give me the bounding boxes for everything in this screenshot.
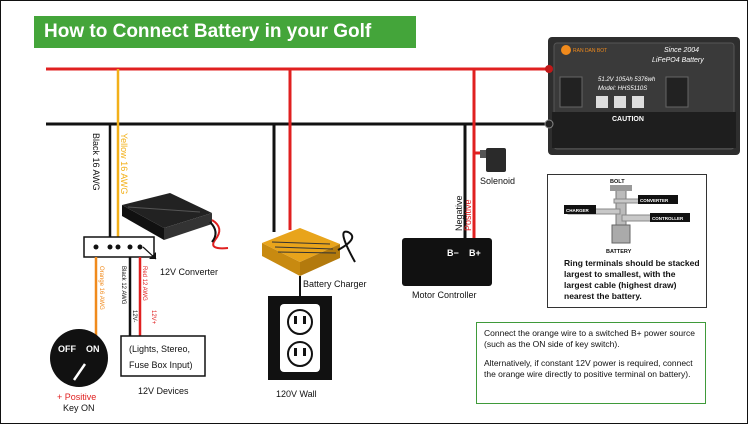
converter-cable-black — [209, 221, 217, 243]
charger-tag — [564, 205, 596, 214]
battery-post — [611, 224, 631, 244]
charger-icon — [262, 228, 340, 276]
motor-controller-caption: Motor Controller — [412, 290, 477, 300]
devices-box-line2: Fuse Box Input) — [129, 360, 193, 370]
devices-box-line1: (Lights, Stereo, — [129, 344, 190, 354]
note-orange-wire: Connect the orange wire to a switched B+… — [484, 328, 695, 349]
controller-tag-label: CONTROLLER — [652, 216, 684, 221]
v12-minus-label: 12V- — [131, 310, 137, 322]
battery-caution: CAUTION — [612, 116, 644, 123]
b-minus-label: B− — [447, 248, 459, 258]
bolt-head — [610, 185, 632, 191]
terminal-3 — [115, 244, 121, 250]
key-on-label: ON — [86, 344, 100, 354]
charger-tag-label: CHARGER — [566, 208, 590, 213]
ring-terminal-box: BOLT CONVERTER CHARGER CONTROLLER BATTER… — [547, 174, 707, 308]
orange-16awg-label: Orange 16 AWG — [98, 266, 104, 310]
terminal-1 — [93, 244, 99, 250]
ring-terminal-diagram: BOLT CONVERTER CHARGER CONTROLLER BATTER… — [564, 179, 690, 255]
controller-tag — [650, 213, 690, 222]
battery-type: LiFePO4 Battery — [652, 57, 704, 64]
yellow-16awg-label: Yellow 16 AWG — [119, 133, 129, 194]
page-title: How to Connect Battery in your Golf Cart… — [34, 16, 416, 74]
key-on-caption: Key ON — [63, 403, 95, 413]
plus-positive-label: + Positive — [57, 392, 96, 402]
terminal-2 — [107, 244, 113, 250]
solenoid-caption: Solenoid — [480, 176, 515, 186]
wall-caption: 120V Wall — [276, 389, 317, 399]
negative-label: Negative — [454, 195, 464, 231]
terminal-4 — [127, 244, 133, 250]
black-16awg-label: Black 16 AWG — [91, 133, 101, 191]
battery-post-label: BATTERY — [606, 249, 632, 255]
converter-cable — [211, 219, 229, 250]
terminal-5 — [137, 244, 143, 250]
notes-box: Connect the orange wire to a switched B+… — [476, 322, 706, 404]
battery-model: Model: HHS5110S — [598, 86, 647, 92]
key-off-label: OFF — [58, 344, 76, 354]
charger-caption: Battery Charger — [303, 279, 367, 289]
key-switch-icon — [50, 329, 108, 387]
charger-cable — [337, 230, 356, 263]
converter-icon — [122, 193, 212, 240]
note-constant-power: Alternatively, if constant 12V power is … — [484, 358, 693, 379]
battery-since: Since 2004 — [664, 47, 699, 54]
black-12awg-label: Black 12 AWG — [120, 266, 126, 305]
ring-terminal-note: Ring terminals should be stacked largest… — [564, 258, 700, 301]
outlet-icon — [268, 296, 332, 380]
solenoid-icon — [480, 148, 506, 172]
devices-box — [120, 335, 206, 377]
converter-arrow-head — [149, 252, 156, 259]
converter-caption: 12V Converter — [160, 267, 218, 277]
converter-tag — [638, 195, 678, 204]
b-plus-label: B+ — [469, 248, 481, 258]
battery-spec: 51.2V 105Ah 5376wh — [598, 77, 656, 83]
converter-tag-label: CONVERTER — [640, 198, 669, 203]
v12-plus-label: 12V+ — [150, 310, 156, 325]
motor-controller-box — [402, 238, 492, 286]
converter-terminal-block — [83, 236, 155, 258]
bolt-label: BOLT — [610, 179, 625, 185]
devices-caption: 12V Devices — [138, 386, 189, 396]
battery-icon — [544, 37, 740, 155]
red-12awg-label: Red 12 AWG — [141, 266, 147, 301]
positive-label: Positive — [463, 199, 473, 231]
battery-logo: RAN DAN BOT — [573, 48, 607, 54]
